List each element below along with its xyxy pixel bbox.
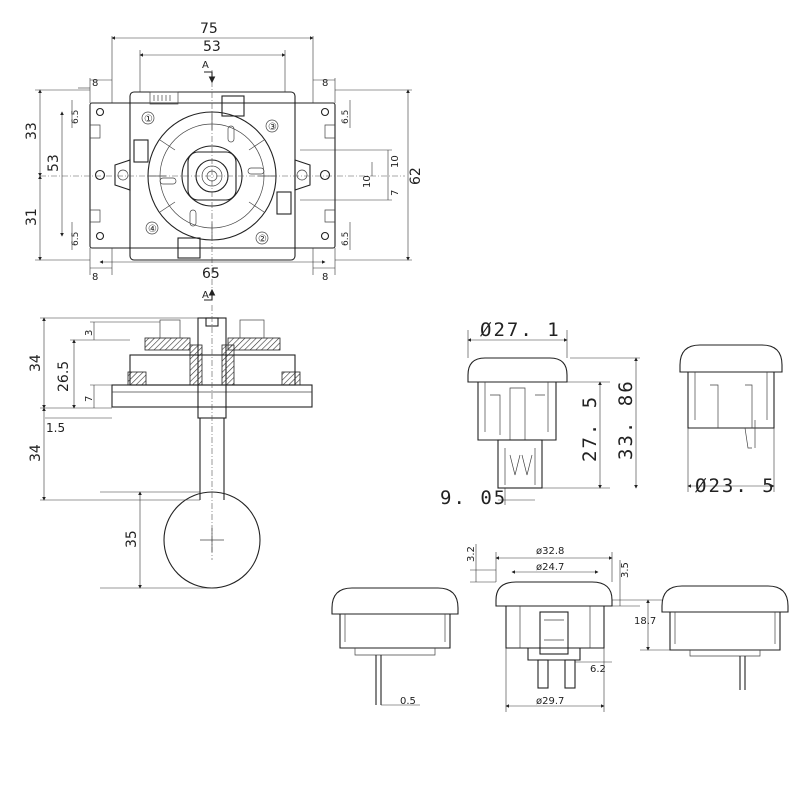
dim-65-mount: 65	[202, 266, 220, 282]
dim-65-tl: 6.5	[71, 110, 81, 124]
dim-d32-8: ø32.8	[536, 546, 564, 557]
position-3-label: ③	[268, 122, 277, 133]
dim-35: 35	[124, 530, 140, 548]
mount-hole-mr	[319, 169, 331, 181]
position-2-label: ②	[258, 234, 267, 245]
side-housing	[129, 354, 296, 386]
mount-hole-br	[320, 231, 330, 241]
dim-18-7: 18.7	[634, 616, 656, 627]
dim-1-5: 1.5	[46, 421, 65, 435]
position-4-label: ④	[148, 224, 157, 235]
dim-65-tr: 6.5	[341, 110, 351, 124]
microswitch-top	[221, 95, 245, 117]
dim-53-v: 53	[46, 154, 62, 172]
joystick-side-section: 34 34 26.5 3 7 1.5 35	[28, 305, 313, 589]
dim-27-5: 27. 5	[579, 395, 601, 462]
dim-62: 62	[408, 167, 424, 185]
mount-hole-ml	[94, 169, 106, 181]
dim-d27-1: Ø27. 1	[480, 319, 561, 341]
button-cap-side	[679, 344, 783, 373]
dim-33: 33	[24, 122, 40, 140]
microswitch-left	[133, 139, 149, 163]
button-30-view: Ø27. 1 27. 5 33. 86 9. 05 Ø23. 5	[440, 319, 783, 509]
mount-hole-tr	[320, 107, 330, 117]
dim-33-86: 33. 86	[615, 379, 637, 460]
dim-10-b: 10	[362, 175, 373, 188]
dim-31: 31	[24, 208, 40, 226]
microswitch-bottom	[177, 237, 201, 259]
dim-8-bl: 8	[92, 272, 98, 283]
dim-10-a: 10	[390, 155, 401, 168]
joystick-top-view: ① ③ ④ ② A A 75 53 8 8	[24, 21, 424, 301]
dim-d23-5: Ø23. 5	[695, 475, 776, 497]
button-mid-cap	[495, 581, 613, 607]
dim-9-05: 9. 05	[440, 487, 507, 509]
button-bottom-row: 0.5 ø32.8 ø24.7 3.2 3.5 6.2 ø29.7	[331, 544, 789, 712]
button-right-cap	[661, 585, 789, 613]
dim-8-br: 8	[322, 272, 328, 283]
dim-34-shaft: 34	[28, 444, 44, 462]
connector	[149, 91, 179, 105]
dim-7: 7	[390, 190, 401, 196]
dim-3: 3	[84, 330, 95, 336]
button-switch	[497, 439, 543, 489]
section-a-top: A	[202, 60, 209, 71]
button-cap	[467, 357, 568, 383]
microswitch-right	[276, 191, 292, 215]
dim-65-br: 6.5	[341, 232, 351, 246]
dim-8-tl: 8	[92, 78, 98, 89]
dim-0-5: 0.5	[400, 696, 416, 707]
dim-26-5: 26.5	[56, 361, 72, 392]
dim-75: 75	[200, 21, 218, 37]
position-1-label: ①	[144, 114, 153, 125]
dim-d24-7: ø24.7	[536, 562, 564, 573]
mounting-plate	[89, 102, 336, 249]
dim-3-2: 3.2	[466, 546, 477, 562]
dim-34-top: 34	[28, 354, 44, 372]
mount-hole-tl	[95, 107, 105, 117]
dim-6-2: 6.2	[590, 664, 606, 675]
section-a-bottom: A	[202, 290, 209, 301]
button-mid-switch	[539, 611, 569, 655]
mount-hole-bl	[95, 231, 105, 241]
dim-7-side: 7	[84, 396, 95, 402]
dim-65-bl: 6.5	[71, 232, 81, 246]
restrictor-gate	[147, 111, 277, 241]
dim-3-5: 3.5	[620, 562, 631, 578]
dim-8-tr: 8	[322, 78, 328, 89]
dim-53: 53	[203, 39, 221, 55]
dim-d29-7: ø29.7	[536, 696, 564, 707]
button-left-cap	[331, 587, 459, 615]
